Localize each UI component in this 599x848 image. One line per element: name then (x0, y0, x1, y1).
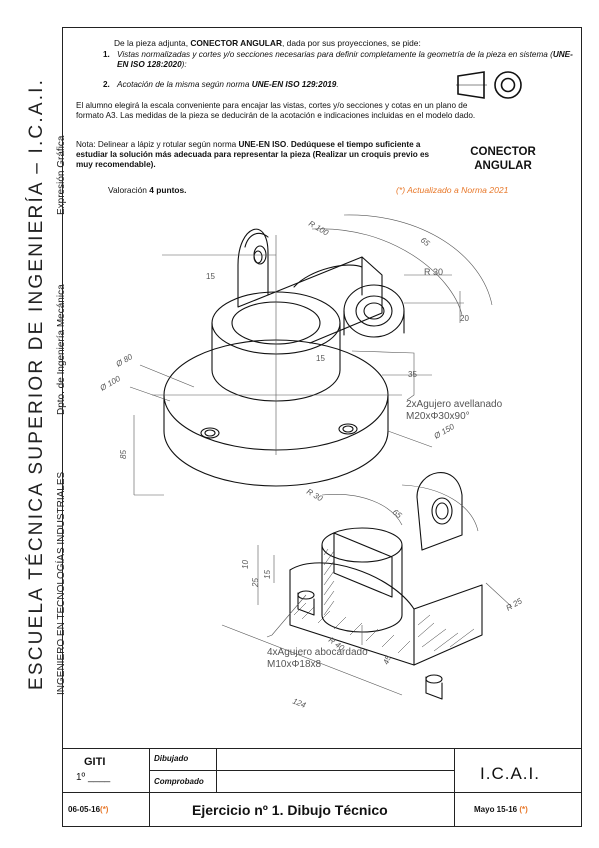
drawn-label: Dibujado (154, 754, 189, 763)
dim-phi150: Ø 150 (432, 422, 457, 441)
title-block: GITI 1º ____ Dibujado Comprobado I.C.A.I… (62, 748, 582, 827)
course-label: 1º ____ (76, 772, 111, 783)
piece-name: CONECTOR ANGULAR (470, 146, 536, 172)
dim-65b: 65 (391, 507, 404, 520)
note-text: Nota: Delinear a lápiz y rotular según n… (76, 140, 430, 169)
dim-r30b: R 30 (305, 487, 325, 504)
date-left: 06-05-16(*) (68, 805, 109, 814)
school-name: ESCUELA TÉCNICA SUPERIOR DE INGENIERÍA –… (26, 77, 47, 690)
dim-r25: R 25 (505, 596, 525, 613)
scale-line-2: formato A3. Las medidas de la pieza se d… (76, 111, 476, 120)
instruction-item-1: 1.Vistas normalizadas y cortes y/o secci… (103, 50, 573, 69)
hole1-label-2: M20xΦ30x90° (406, 411, 470, 422)
dim-85: 85 (119, 450, 128, 459)
dim-10: 10 (241, 560, 250, 569)
dim-phi80: Ø 80 (114, 352, 135, 369)
date-right: Mayo 15-16 (*) (474, 805, 528, 814)
dim-15c: 15 (263, 570, 272, 579)
hole1-label-1: 2xAgujero avellanado (406, 399, 503, 410)
dim-65a: 65 (419, 235, 432, 248)
dim-r100: R 100 (307, 219, 330, 238)
hole2-label-1: 4xAgujero abocardado (267, 647, 368, 658)
intro-text: De la pieza adjunta, CONECTOR ANGULAR, d… (114, 38, 421, 48)
dim-r30: R 30 (424, 267, 443, 277)
dim-25: 25 (251, 578, 260, 588)
isometric-drawing: R 100 65 R 30 15 20 15 35 Ø 80 Ø 100 85 … (98, 214, 525, 711)
projection-symbol (456, 71, 522, 99)
dim-15b: 15 (316, 354, 325, 363)
valoracion: Valoración 4 puntos. (108, 185, 187, 195)
dim-45: 45 (381, 654, 393, 666)
instruction-item-2: 2.Acotación de la misma según norma UNE-… (103, 80, 339, 89)
exercise-title: Ejercicio nº 1. Dibujo Técnico (192, 802, 388, 818)
checked-label: Comprobado (154, 777, 204, 786)
sheet-frame (62, 27, 582, 827)
school-short: I.C.A.I. (480, 764, 540, 783)
group-label: GITI (84, 756, 106, 768)
hole2-label-2: M10xΦ18x8 (267, 659, 322, 670)
scale-line-1: El alumno elegirá la escala conveniente … (76, 101, 468, 110)
update-note: (*) Actualizado a Norma 2021 (396, 185, 509, 195)
dim-124: 124 (291, 697, 307, 711)
dim-20: 20 (460, 314, 469, 323)
dim-35: 35 (408, 370, 417, 379)
dim-phi100: Ø 100 (98, 374, 123, 393)
dim-15a: 15 (206, 272, 215, 281)
